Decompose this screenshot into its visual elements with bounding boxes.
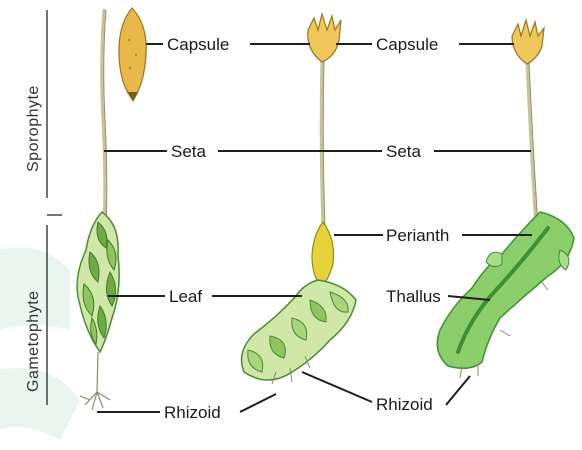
plant-leafy-liverwort (242, 14, 356, 384)
thalloid-capsule (512, 20, 544, 64)
plant-moss (77, 8, 146, 410)
liverwort-seta (321, 60, 323, 228)
label-capsule-2: Capsule (376, 35, 438, 54)
leader-rhizoid-2-right (446, 376, 470, 405)
moss-capsule-texture (128, 39, 130, 41)
sporophyte-label: Sporophyte (25, 85, 42, 172)
thalloid-seta (527, 62, 536, 226)
moss-rhizoids (80, 352, 110, 410)
label-rhizoid-2: Rhizoid (376, 395, 433, 414)
moss-capsule-tip (128, 92, 138, 102)
moss-capsule-texture (129, 67, 131, 69)
label-seta-1: Seta (171, 142, 207, 161)
plant-thalloid-liverwort (437, 20, 574, 378)
liverwort-capsule (308, 14, 341, 62)
label-perianth: Perianth (386, 226, 449, 245)
gametophyte-label: Gametophyte (25, 290, 42, 392)
moss-capsule-texture (135, 54, 137, 56)
label-seta-2: Seta (386, 142, 422, 161)
leader-rhizoid-1-right (240, 394, 276, 412)
liverwort-perianth (312, 222, 334, 286)
thallus-lobe (486, 252, 502, 266)
label-capsule-1: Capsule (167, 35, 229, 54)
label-thallus: Thallus (386, 287, 441, 306)
label-leaf: Leaf (169, 287, 202, 306)
leader-rhizoid-2-left (302, 372, 372, 402)
label-rhizoid-1: Rhizoid (164, 403, 221, 422)
moss-capsule (119, 8, 146, 100)
